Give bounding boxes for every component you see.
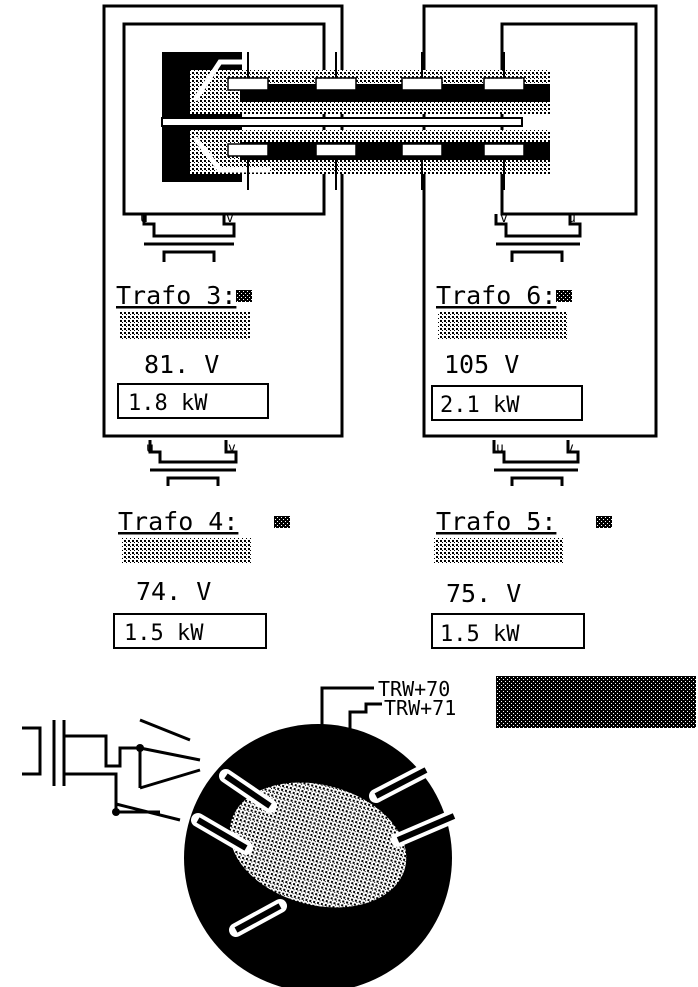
terminal-u-5: u	[496, 441, 504, 456]
inductor-head	[162, 52, 550, 190]
trafo-3-power: 1.8 kW	[128, 391, 208, 416]
terminal-u-4: u	[146, 441, 154, 456]
transformer-symbol-3	[144, 214, 234, 262]
callout-bar-trw71	[496, 700, 696, 728]
trafo-3-graphic	[120, 312, 250, 340]
capacitor-circuit-symbol	[22, 720, 200, 820]
terminal-u-6: u	[568, 211, 576, 226]
trafo-6-power: 2.1 kW	[440, 393, 520, 418]
trafo-6-voltage: 105 V	[444, 350, 519, 379]
trafo-5-panel: Trafo 5: 75. V 1.5 kW	[432, 507, 612, 648]
trafo-3-label: Trafo 3:	[116, 281, 236, 310]
trafo-4-voltage: 74. V	[136, 577, 211, 606]
trafo-4-power: 1.5 kW	[124, 621, 204, 646]
trafo-3-panel: Trafo 3: 81. V 1.8 kW	[116, 281, 268, 418]
trafo-4-graphic	[122, 538, 252, 564]
transformer-symbol-4	[150, 440, 236, 486]
terminal-v-3: v	[226, 211, 234, 226]
trafo-5-power: 1.5 kW	[440, 622, 520, 647]
terminal-v-4: v	[228, 441, 236, 456]
trafo-4-panel: Trafo 4: 74. V 1.5 kW	[114, 507, 290, 648]
trafo-4-label: Trafo 4:	[118, 507, 238, 536]
trafo-6-label: Trafo 6:	[436, 281, 556, 310]
callout-label-trw71: TRW+71	[384, 696, 456, 720]
trafo-5-voltage: 75. V	[446, 579, 521, 608]
circular-workpiece	[184, 724, 454, 987]
trafo-5-label: Trafo 5:	[436, 507, 556, 536]
trafo-6-graphic	[438, 312, 568, 340]
terminal-v-5: v	[566, 441, 574, 456]
terminal-v-6: v	[500, 211, 508, 226]
terminal-u-3: u	[140, 211, 148, 226]
trafo-3-voltage: 81. V	[144, 350, 219, 379]
trafo-6-panel: Trafo 6: 105 V 2.1 kW	[432, 281, 582, 420]
trafo-5-graphic	[434, 538, 564, 564]
callout-bar-trw70	[496, 676, 696, 704]
